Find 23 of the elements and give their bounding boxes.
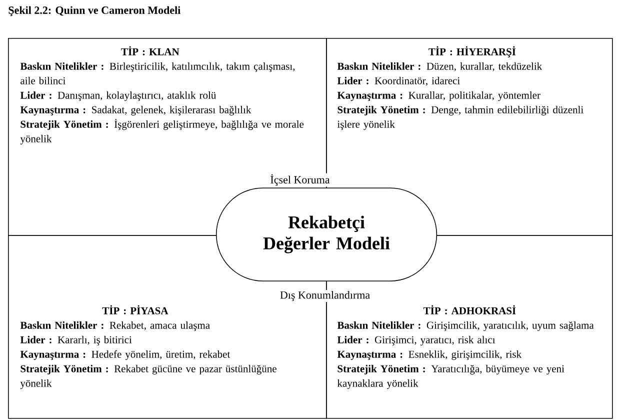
attribute-text: Baskın Nitelikler : Girişimcilik, yaratıcılık, uyum sağlama bbox=[337, 321, 594, 331]
attribute-text: Lider : Girişimci, yaratıcı, risk alıcı bbox=[337, 336, 496, 346]
quadrant-heading: TİP : PİYASA bbox=[102, 305, 168, 314]
attribute-text: Kaynaştırma : Hedefe yönelim, üretim, rekabet bbox=[20, 350, 230, 360]
attribute-text: Lider : Koordinatör, idareci bbox=[337, 76, 460, 86]
attribute-text: Baskın Nitelikler : Düzen, kurallar, tekdüzelik bbox=[337, 62, 542, 72]
attribute-text: Stratejik Yönetim : İşgörenleri geliştirmeye, bağlılığa ve morale yönelik bbox=[20, 119, 304, 144]
attribute-text: Kaynaştırma : Kurallar, politikalar, yöntemler bbox=[337, 91, 540, 101]
attribute-text: Lider : Danışman, kolaylaştırıcı, ataklık rolü bbox=[20, 91, 216, 101]
attribute-text: Baskın Nitelikler : Rekabet, amaca ulaşma bbox=[20, 321, 210, 331]
attribute-text: Baskın Nitelikler : Birleştiricilik, katılımcılık, takım çalışması, aile bilinci bbox=[20, 62, 295, 84]
attribute-text: Lider : Kararlı, iş bitirici bbox=[20, 336, 132, 346]
quadrant-heading: TİP : ADHOKRASİ bbox=[423, 305, 516, 314]
attribute-text: Stratejik Yönetim : Yaratıcılığa, büyümeye ve yeni kaynaklara yönelik bbox=[337, 364, 564, 389]
attribute-text: Stratejik Yönetim : Rekabet gücüne ve pazar üstünlüğüne yönelik bbox=[20, 364, 276, 389]
attribute-text: Kaynaştırma : Sadakat, gelenek, kişilerarası bağlılık bbox=[20, 106, 252, 116]
attribute-text: Kaynaştırma : Esneklik, girişimcilik, risk bbox=[337, 350, 522, 360]
axis-label: İçsel Koruma bbox=[269, 173, 331, 187]
axis-label: Dış Konumlandırma bbox=[278, 290, 372, 302]
quadrant-heading: TİP : KLAN bbox=[121, 46, 180, 56]
figure-title: Şekil 2.2: Quinn ve Cameron Modeli bbox=[8, 6, 180, 16]
attribute-text: Stratejik Yönetim : Denge, tahmin edilebilirliği düzenli işlere yönelik bbox=[337, 106, 584, 130]
quadrant-heading: TİP : HİYERARŞİ bbox=[428, 46, 516, 58]
